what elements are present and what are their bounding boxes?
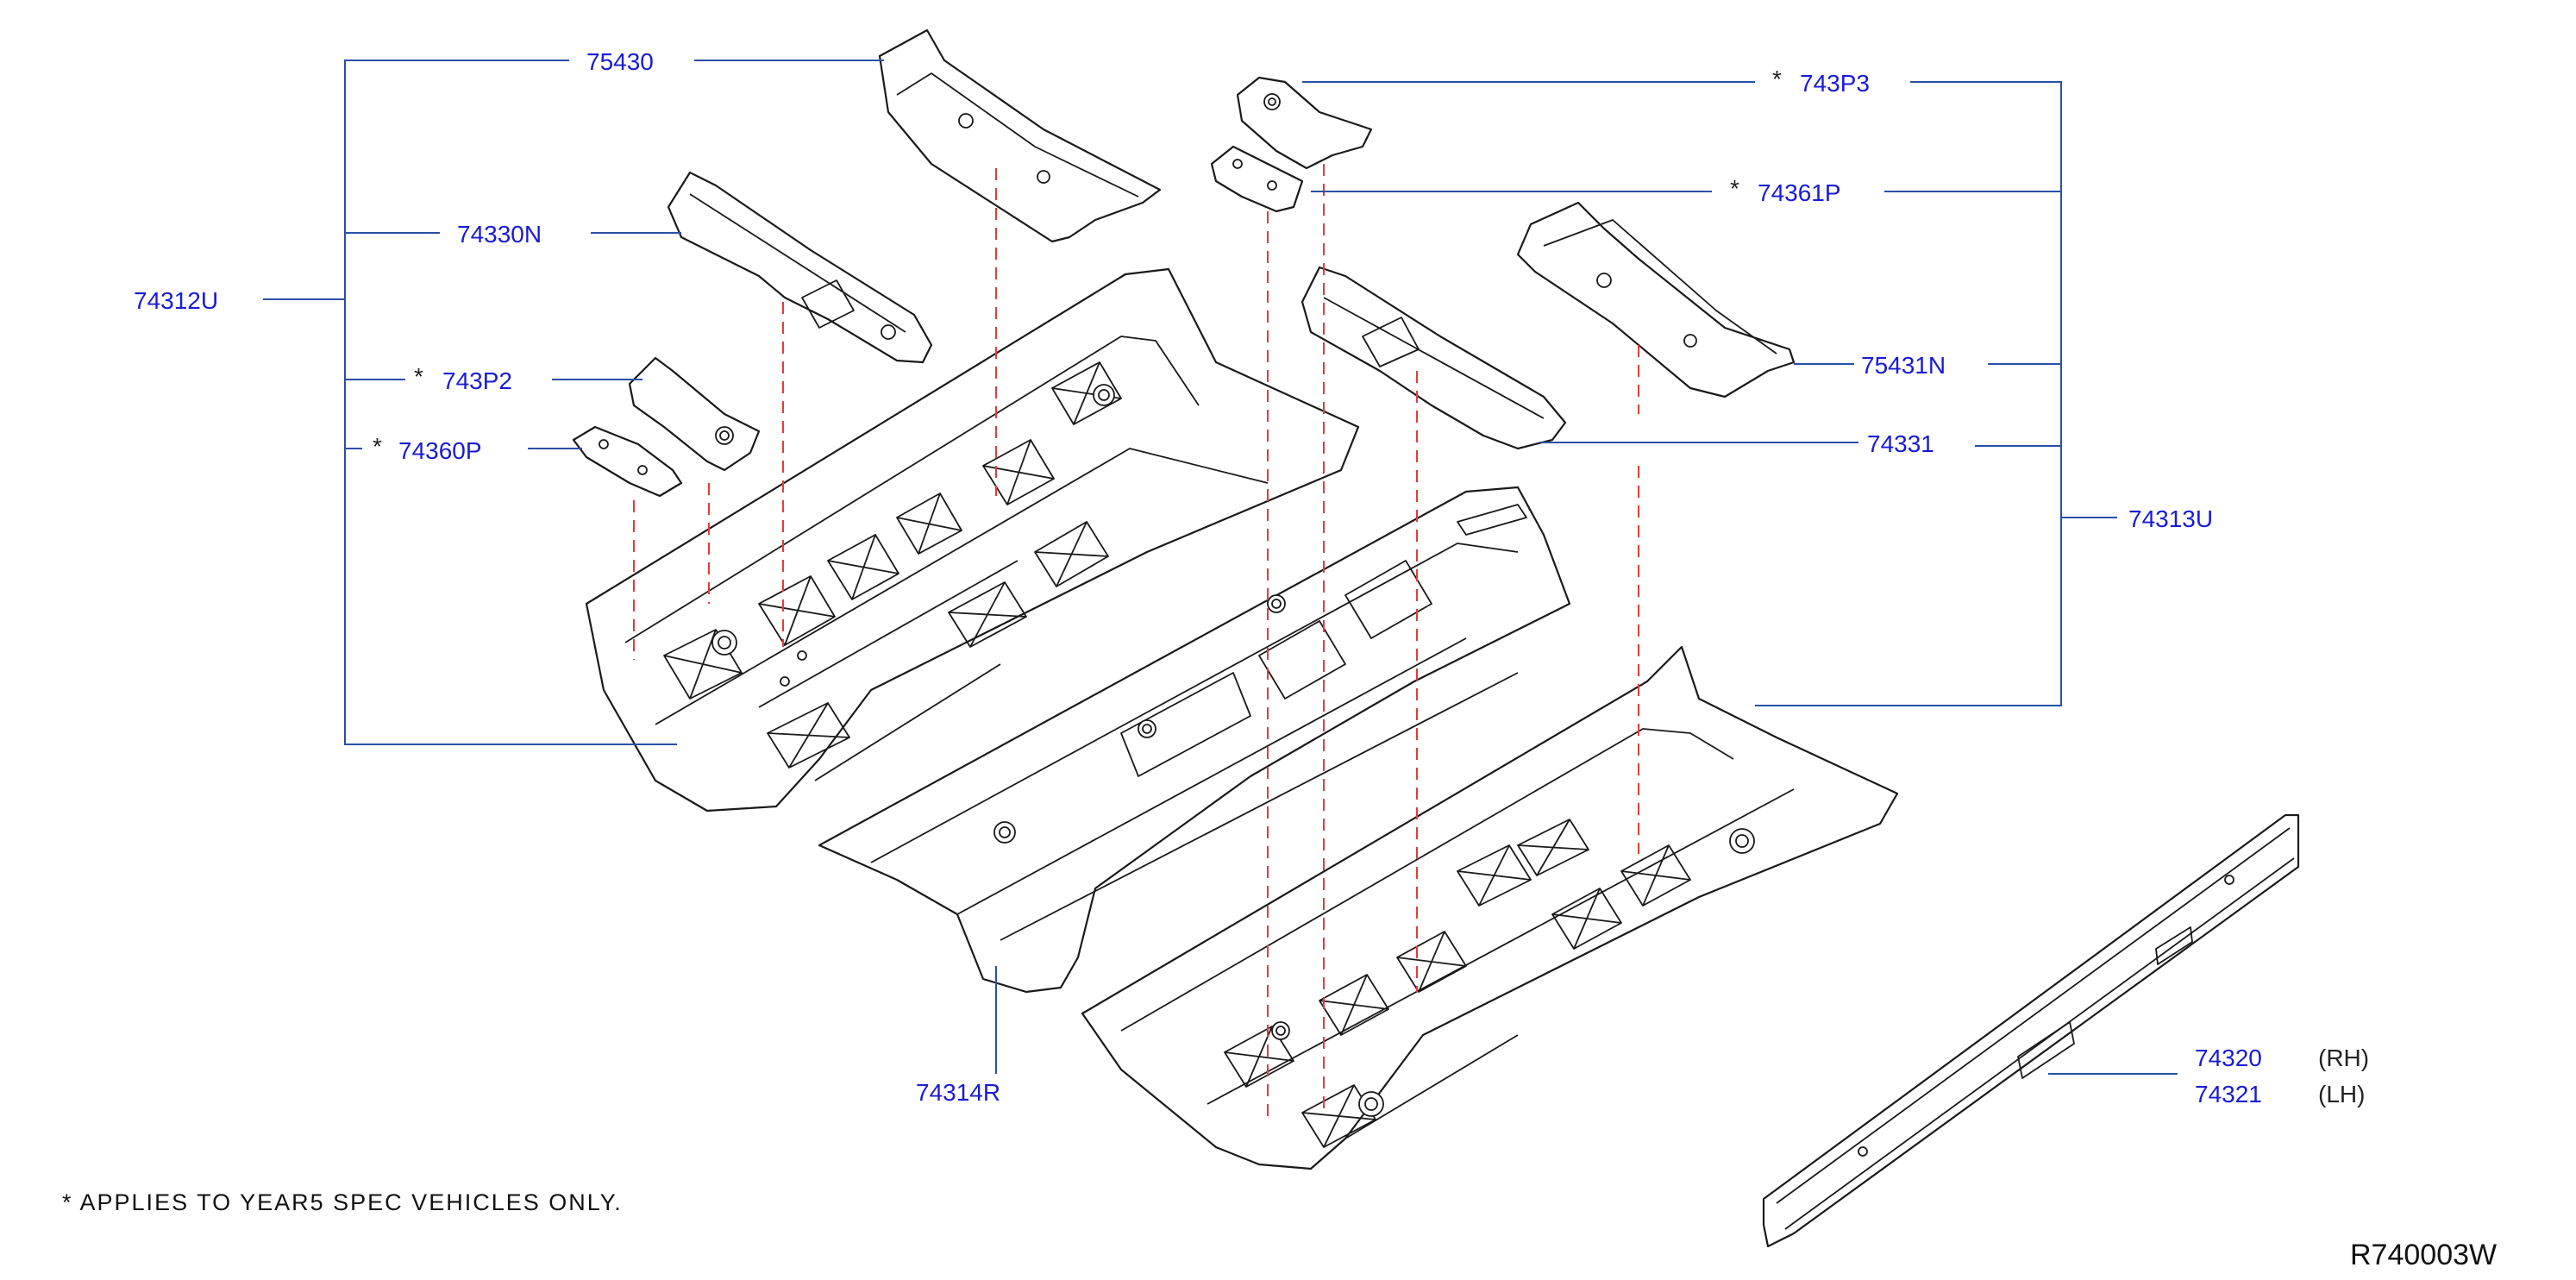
label-74331: 74331 <box>1867 430 1934 457</box>
asterisk-74360p: * <box>373 433 382 460</box>
reference-code: R740003W <box>2350 1239 2497 1271</box>
label-74360p: 74360P <box>398 437 482 464</box>
label-74330n: 74330N <box>457 221 542 248</box>
part-labels: 75430 74330N 74312U * 743P2 * 74360P * 7… <box>134 48 2369 1107</box>
bracket-74360p <box>572 425 683 498</box>
label-74321: 74321 <box>2195 1081 2262 1107</box>
floor-panel-right <box>1081 645 1899 1170</box>
label-75430: 75430 <box>586 48 654 75</box>
cross-member-75431n <box>1516 201 1796 398</box>
label-74361p: 74361P <box>1758 179 1841 206</box>
label-rh: (RH) <box>2318 1045 2369 1071</box>
label-75431n: 75431N <box>1861 352 1946 379</box>
label-743p2: 743P2 <box>442 367 512 394</box>
label-lh: (LH) <box>2318 1081 2365 1107</box>
label-74312u: 74312U <box>134 287 218 314</box>
label-74314r: 74314R <box>916 1079 1000 1106</box>
center-tunnel <box>818 486 1571 994</box>
asterisk-74361p: * <box>1730 175 1739 202</box>
side-sill <box>1762 813 2300 1248</box>
cross-member-75430 <box>878 28 1162 243</box>
label-74313u: 74313U <box>2128 505 2213 532</box>
footnote: * APPLIES TO YEAR5 SPEC VEHICLES ONLY. <box>62 1189 623 1215</box>
assembly-guide-lines <box>633 164 1639 1121</box>
bracket-743p2 <box>628 356 761 472</box>
bracket-743p3 <box>1236 76 1373 170</box>
leader-lines <box>263 60 2178 1075</box>
asterisk-743p2: * <box>414 363 423 390</box>
member-74330n <box>667 171 933 364</box>
bracket-74361p <box>1210 145 1304 213</box>
member-74331 <box>1301 266 1567 450</box>
floor-panel-left <box>585 267 1360 813</box>
asterisk-743p3: * <box>1772 66 1782 92</box>
label-743p3: 743P3 <box>1800 70 1870 97</box>
label-74320: 74320 <box>2195 1045 2262 1071</box>
